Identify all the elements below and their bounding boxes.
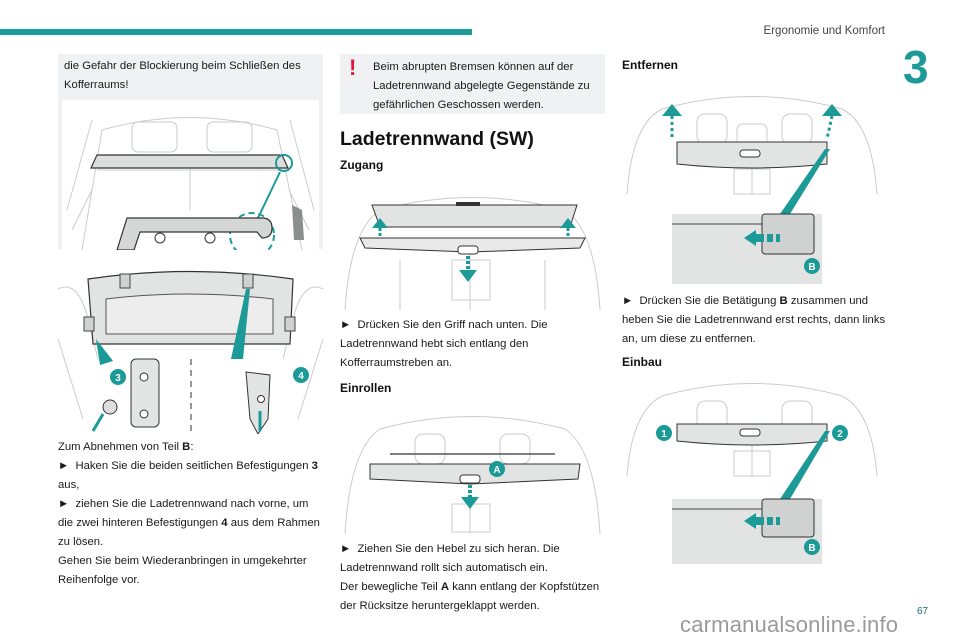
entfernen-instruction: ► Drücken Sie die Betätigung B zusammen …: [622, 295, 886, 345]
instruction-step: ► Haken Sie die beiden seitlichen Befest…: [58, 460, 318, 491]
callout-b-einbau-label: B: [808, 543, 815, 554]
callout-2: [832, 425, 848, 441]
einrollen-instruction: ► Ziehen Sie den Hebel zu sich heran. Di…: [340, 543, 560, 574]
chapter-number: 3: [903, 41, 929, 93]
watermark: carmanualsonline.info: [680, 612, 899, 637]
section-title: Ergonomie und Komfort: [763, 25, 885, 37]
instruction-outro: Gehen Sie beim Wiederanbringen in umgeke…: [58, 555, 307, 586]
column-1: die Gefahr der Blockierung beim Schließe…: [58, 54, 323, 586]
callout-b-einbau: [804, 539, 820, 555]
header-accent-bar: [0, 29, 472, 35]
warning-box: ! Beim abrupten Bremsen können auf der L…: [340, 54, 605, 114]
column-3: Entfernen B ► Drücken Sie die Betätigung…: [622, 54, 890, 566]
subheading-zugang: Zugang: [340, 158, 384, 172]
removal-illustration: B: [626, 96, 878, 284]
callout-b-label: B: [808, 262, 815, 273]
cover-fastenings-illustration: 3 4: [58, 270, 323, 434]
callout-3-label: 3: [115, 373, 121, 384]
callout-3: [110, 369, 126, 385]
callout-a-label: A: [493, 465, 500, 476]
rollup-illustration: A: [344, 416, 601, 534]
note-text: die Gefahr der Blockierung beim Schließe…: [64, 60, 301, 91]
subheading-entfernen: Entfernen: [622, 58, 679, 72]
instruction-step: ► ziehen Sie die Ladetrennwand nach vorn…: [58, 498, 320, 548]
removal-instructions: Zum Abnehmen von Teil B: ► Haken Sie die…: [58, 438, 326, 590]
trunk-hook-illustration: [62, 100, 319, 250]
callout-1: [656, 425, 672, 441]
section-heading: Ladetrennwand (SW): [340, 128, 534, 150]
column-2: ! Beim abrupten Bremsen können auf der L…: [340, 54, 605, 616]
page-number: 67: [917, 606, 929, 617]
access-illustration: [344, 197, 601, 310]
note-box: die Gefahr der Blockierung beim Schließe…: [58, 54, 323, 250]
callout-4: [293, 367, 309, 383]
zugang-instruction: ► Drücken Sie den Griff nach unten. Die …: [340, 319, 548, 369]
callout-b: [804, 258, 820, 274]
exclamation-icon: !: [349, 55, 357, 80]
installation-illustration: 1 2 B: [626, 383, 878, 564]
callout-1-label: 1: [661, 429, 667, 440]
warning-text: Beim abrupten Bremsen können auf der Lad…: [373, 61, 590, 111]
subheading-einrollen: Einrollen: [340, 381, 392, 395]
callout-2-label: 2: [837, 429, 843, 440]
callout-a: [489, 461, 505, 477]
einrollen-note: Der bewegliche Teil A kann entlang der K…: [340, 581, 600, 612]
instruction-intro: Zum Abnehmen von Teil B:: [58, 441, 194, 453]
callout-4-label: 4: [298, 371, 304, 382]
subheading-einbau: Einbau: [622, 355, 663, 369]
